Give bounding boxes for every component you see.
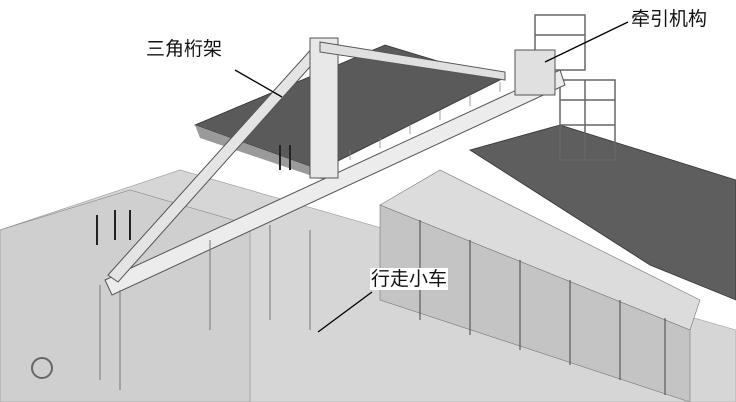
triangle-truss [104,37,566,296]
pipe-opening [31,357,53,379]
support-columns [99,225,311,390]
right-roof [469,124,736,301]
truss-label: 三角桁架 [145,38,224,60]
trolley-label: 行走小车 [370,268,449,290]
left-roof-edge [195,125,330,182]
traction-leader-line [544,21,629,63]
trolley-leader-line [317,291,373,333]
wall-columns [419,220,666,395]
hanger-rods [96,145,291,245]
traction-mechanism-label: 牵引机构 [630,8,709,30]
left-building [0,189,251,402]
truss-leader-line [234,69,283,98]
